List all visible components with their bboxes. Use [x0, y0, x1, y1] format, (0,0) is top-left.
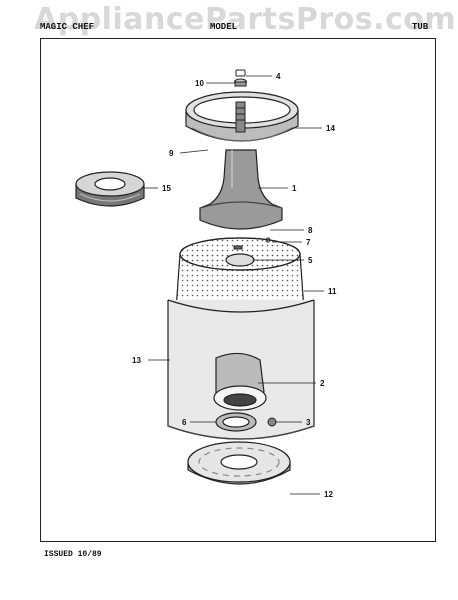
- issued-date: ISSUED 10/89: [44, 550, 102, 559]
- outer-tub-part: [167, 299, 315, 440]
- header-brand: MAGIC CHEF: [40, 22, 95, 32]
- callout-10: 10: [195, 79, 204, 88]
- callout-7: 7: [306, 238, 311, 247]
- header-bar: AppliancePartsPros.com MAGIC CHEF MODEL …: [0, 0, 458, 40]
- callout-6: 6: [182, 418, 187, 427]
- base-plate-part: [187, 441, 291, 485]
- damper-ring-part: [75, 171, 145, 207]
- callout-4: 4: [276, 72, 281, 81]
- callout-12: 12: [324, 490, 333, 499]
- callout-9: 9: [169, 149, 174, 158]
- header-model: MODEL: [210, 22, 238, 32]
- callout-14: 14: [326, 124, 335, 133]
- shaft-part: [235, 101, 246, 133]
- callout-2: 2: [320, 379, 325, 388]
- callout-11: 11: [328, 287, 337, 296]
- callout-8: 8: [308, 226, 313, 235]
- callout-3: 3: [306, 418, 311, 427]
- callout-5: 5: [308, 256, 313, 265]
- exploded-parts-diagram: 10 4 14 9 15 1 8 7 5 11 13 2 6 3 12: [75, 69, 337, 499]
- leader-lines: [144, 75, 324, 495]
- watermark: AppliancePartsPros.com: [34, 2, 457, 37]
- header-section: TUB: [412, 22, 429, 32]
- agitator-part: [199, 149, 283, 230]
- seal-ring-part: [215, 412, 257, 432]
- callout-15: 15: [162, 184, 171, 193]
- callout-1: 1: [292, 184, 297, 193]
- nut-part: [267, 417, 277, 427]
- cap-nut-part: [234, 69, 247, 87]
- callout-13: 13: [132, 356, 141, 365]
- diagram-frame: [40, 38, 436, 542]
